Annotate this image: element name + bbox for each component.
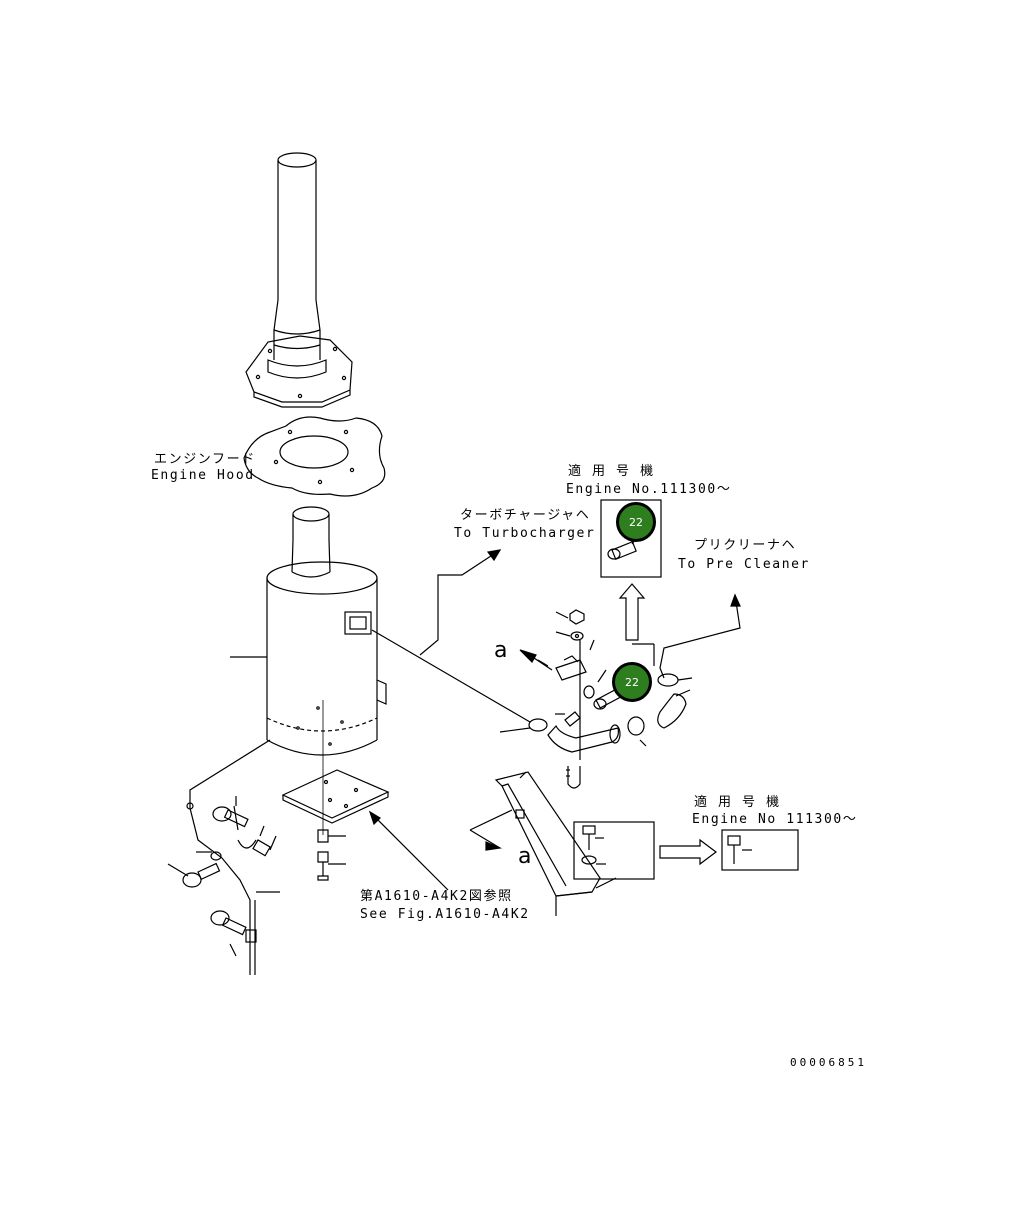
upgrade-arrow-right — [659, 838, 717, 866]
applicable-label-upper-jp: 適 用 号 機 — [568, 464, 655, 479]
see-fig-leader — [368, 810, 449, 891]
support-stay — [469, 771, 617, 916]
precleaner-label-en: To Pre Cleaner — [678, 557, 810, 572]
callout-marker-22-lower[interactable]: 22 — [612, 662, 652, 702]
turbo-label-jp: ターボチャージャヘ — [460, 508, 591, 523]
engine-number-upper: Engine No.111300～ — [566, 482, 732, 497]
upgrade-arrow-up — [618, 583, 655, 666]
drain-line — [167, 739, 280, 975]
inset-box-lower-old — [573, 821, 655, 880]
engine-hood-plate — [243, 416, 386, 497]
view-a-label-upper: a — [494, 638, 508, 663]
precleaner-hose — [627, 593, 741, 747]
stack-flange — [245, 335, 353, 408]
turbo-label-en: To Turbocharger — [454, 526, 596, 541]
turbo-pipe — [371, 549, 531, 723]
see-fig-label-jp: 第A1610-A4K2図参照 — [360, 889, 513, 904]
see-fig-label-en: See Fig.A1610-A4K2 — [360, 907, 530, 922]
view-a-label-lower: a — [518, 844, 532, 869]
mount-plate — [281, 769, 390, 824]
drawing-number: 00006851 — [790, 1056, 867, 1069]
callout-marker-22-upper[interactable]: 22 — [616, 502, 656, 542]
plate-bolts — [317, 829, 346, 881]
bracket-hardware — [519, 609, 623, 710]
engine-hood-label-jp: エンジンフード — [154, 452, 256, 467]
engine-hood-label-en: Engine Hood — [151, 468, 255, 483]
applicable-label-lower-jp: 適 用 号 機 — [694, 795, 781, 810]
precleaner-label-jp: プリクリーナヘ — [694, 538, 797, 553]
muffler — [230, 506, 387, 756]
intake-pipe — [499, 640, 621, 789]
engine-number-lower: Engine No 111300～ — [692, 812, 858, 827]
inset-box-lower-new — [721, 829, 799, 871]
exhaust-stack — [273, 152, 321, 360]
